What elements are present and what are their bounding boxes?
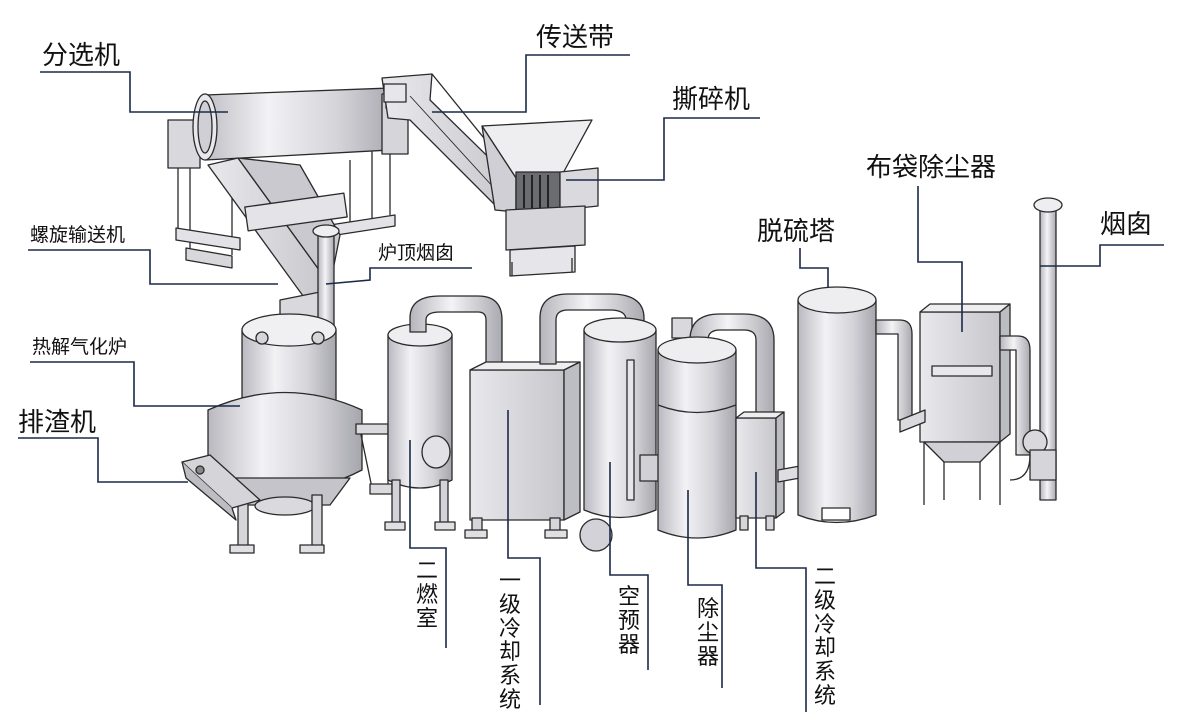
label-dust-remover: 除尘器 <box>696 597 719 670</box>
leader-secondary-combustion <box>409 440 447 648</box>
leader-dust-remover <box>687 490 723 688</box>
leader-pyrolysis-furnace <box>30 361 240 407</box>
label-sorter: 分选机 <box>42 41 121 71</box>
label-furnace-chimney: 炉顶烟囱 <box>378 242 455 264</box>
pyrolysis-furnace-vessel <box>207 313 363 554</box>
label-pyrolysis-furnace: 热解气化炉 <box>32 336 128 358</box>
leader-furnace-chimney <box>325 267 472 285</box>
label-screw-conveyor: 螺旋输送机 <box>30 224 126 246</box>
chimney-stack <box>1009 197 1063 501</box>
label-chimney: 烟囱 <box>1100 210 1153 240</box>
label-secondary-combustion: 二燃室 <box>415 559 438 632</box>
leader-primary-cooling <box>507 410 541 705</box>
desulfurization-tower-vessel <box>797 286 913 524</box>
leader-slag-discharger <box>18 437 188 483</box>
label-shredder: 撕碎机 <box>672 85 751 115</box>
label-desulfurization-tower: 脱硫塔 <box>757 217 836 247</box>
air-preheater-vessel <box>579 317 693 552</box>
leader-chimney <box>1040 244 1164 267</box>
sorter-machine <box>167 87 409 269</box>
dust-remover-vessel <box>657 336 737 539</box>
label-secondary-cooling: 二级冷却系统 <box>813 565 836 709</box>
leader-desulfurization <box>799 248 829 288</box>
label-slag-discharger: 排渣机 <box>18 408 97 438</box>
leader-screw-conveyor <box>28 249 278 285</box>
slag-discharger-machine <box>181 454 261 521</box>
label-conveyor-belt: 传送带 <box>536 23 615 53</box>
leader-shredder <box>566 117 760 181</box>
secondary-combustion-chamber <box>355 323 456 531</box>
bag-filter-unit <box>899 303 1031 505</box>
leader-conveyor-belt <box>432 54 630 113</box>
leader-secondary-cooling <box>755 472 807 712</box>
leader-lines <box>18 54 1164 712</box>
leader-bag-filter <box>917 186 963 332</box>
shredder-machine <box>481 119 599 277</box>
label-bag-filter: 布袋除尘器 <box>866 153 997 183</box>
label-primary-cooling: 一级冷却系统 <box>498 569 521 713</box>
leader-air-preheater <box>609 462 649 670</box>
leader-sorter <box>40 71 228 113</box>
label-air-preheater: 空预器 <box>617 585 640 658</box>
primary-cooling-unit <box>464 361 581 539</box>
